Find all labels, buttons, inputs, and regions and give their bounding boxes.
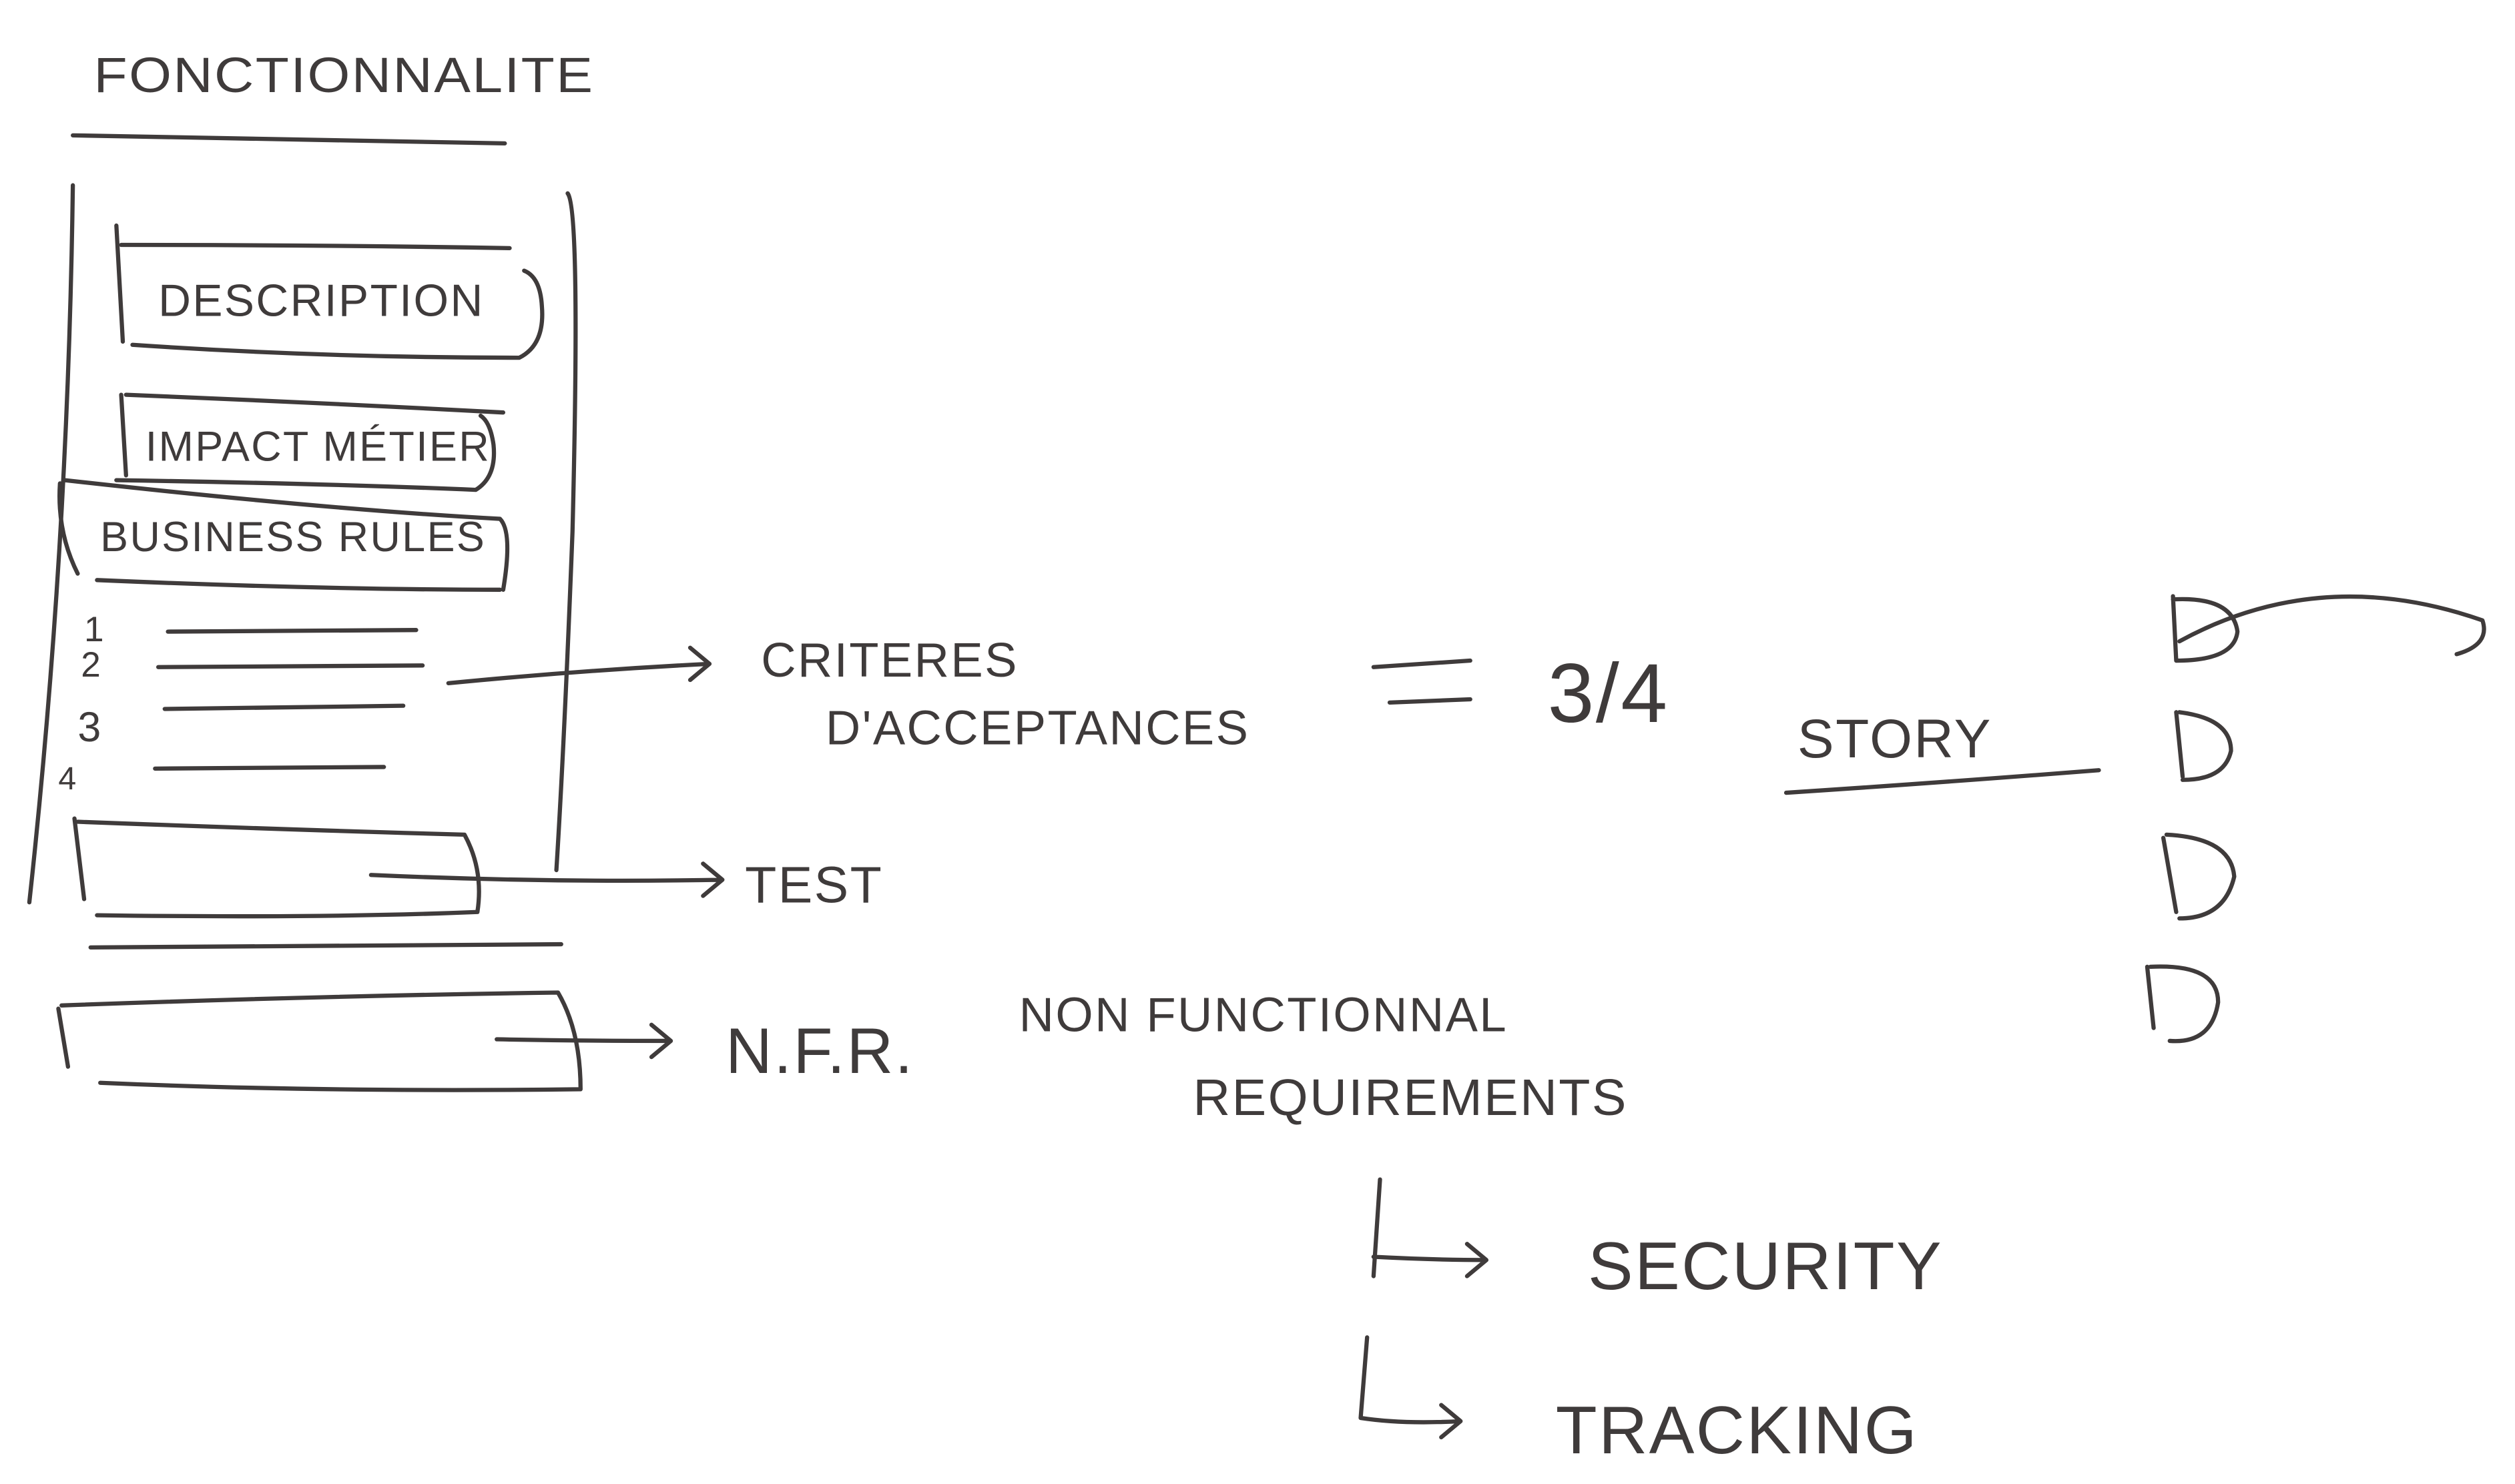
story-arrow <box>2177 594 2486 657</box>
nfr-line1: NON FUNCTIONNAL <box>1019 988 1508 1042</box>
title: FONCTIONNALITE <box>94 47 595 103</box>
impact-label: IMPACT MÉTIER <box>146 424 491 470</box>
story-label: STORY <box>1797 709 1992 769</box>
rule-number: 4 <box>58 761 77 797</box>
arrow-to-criteria <box>446 645 712 686</box>
column-right-border <box>554 191 578 873</box>
criteria-line2: D'ACCEPTANCES <box>826 701 1250 755</box>
business-rules-box: BUSINESS RULES <box>57 478 510 592</box>
story-box <box>2174 710 2233 782</box>
test-box <box>72 816 563 950</box>
business-rules-label: BUSINESS RULES <box>100 514 486 561</box>
description-label: DESCRIPTION <box>158 276 485 326</box>
rule-number: 1 <box>84 610 105 649</box>
story-box <box>2161 832 2237 921</box>
story-underline <box>1783 768 2101 795</box>
nfr-item-security: SECURITY <box>1588 1228 1943 1304</box>
arrow-to-test <box>368 861 725 898</box>
ratio: 3/4 <box>1548 646 1669 740</box>
column-left-border <box>27 183 75 905</box>
criteria-line1: CRITERES <box>761 633 1019 687</box>
nfr-box <box>56 990 583 1092</box>
nfr-item-tracking: TRACKING <box>1556 1393 1918 1468</box>
nfr-line2: REQUIREMENTS <box>1193 1069 1627 1126</box>
test-label: TEST <box>745 856 883 913</box>
equals-sign <box>1371 658 1472 705</box>
branch-arrow-tracking <box>1358 1335 1463 1440</box>
rule-number: 3 <box>77 704 102 751</box>
description-box: DESCRIPTION <box>114 223 545 360</box>
impact-box: IMPACT MÉTIER <box>114 392 506 492</box>
nfr-abbr: N.F.R. <box>726 1016 914 1087</box>
rule-number: 2 <box>81 645 102 685</box>
title-underline <box>71 133 507 146</box>
arrow-to-nfr <box>495 1022 673 1060</box>
story-box <box>2145 964 2221 1044</box>
rule-list: 1 2 3 4 <box>58 610 425 797</box>
story-box <box>2171 594 2240 663</box>
story-boxes <box>2145 594 2486 1044</box>
branch-arrow-security <box>1371 1177 1489 1278</box>
